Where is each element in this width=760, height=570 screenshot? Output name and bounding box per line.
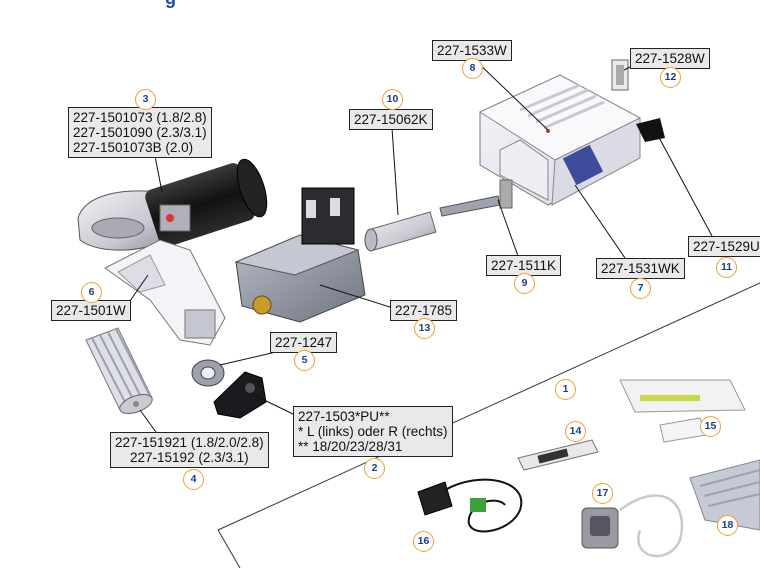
part-2-number: 2 bbox=[364, 458, 385, 479]
accessory-17-number: 17 bbox=[592, 483, 613, 504]
part-2-label: 227-1503*PU** * L (links) oder R (rechts… bbox=[293, 406, 453, 457]
part-4-line-2: 227-15192 (2.3/3.1) bbox=[130, 450, 249, 465]
drive-shaft-illustration bbox=[439, 195, 501, 217]
gear-motor-illustration bbox=[77, 158, 268, 251]
plug-connector-illustration bbox=[611, 59, 629, 91]
part-5-label: 227-1247 bbox=[270, 332, 338, 353]
part-10-label: 227-15062K bbox=[349, 109, 433, 130]
part-6-number: 6 bbox=[81, 282, 102, 303]
accessory-16-number: 16 bbox=[413, 531, 434, 552]
part-5-number: 5 bbox=[294, 350, 315, 371]
part-3-label: 227-1501073 (1.8/2.8) 227-1501090 (2.3/3… bbox=[68, 107, 212, 158]
end-cap-illustration bbox=[213, 371, 267, 419]
part-7-line-1: 227-1531WK bbox=[601, 261, 680, 276]
part-4-line-1: 227-151921 (1.8/2.0/2.8) bbox=[115, 435, 264, 450]
part-5-line-1: 227-1247 bbox=[275, 335, 333, 350]
bearing-illustration bbox=[191, 359, 225, 387]
part-4-number: 4 bbox=[183, 469, 204, 490]
part-10-line-1: 227-15062K bbox=[354, 112, 428, 127]
part-3-line-3: 227-1501073B (2.0) bbox=[73, 140, 194, 155]
part-7-label: 227-1531WK bbox=[596, 258, 685, 279]
part-7-number: 7 bbox=[630, 278, 651, 299]
part-2-line-2: * L (links) oder R (rechts) bbox=[298, 424, 448, 439]
part-13-label: 227-1785 bbox=[390, 300, 458, 321]
part-10-number: 10 bbox=[382, 89, 403, 110]
leader-lines bbox=[129, 59, 713, 433]
wall-switch-illustration bbox=[581, 494, 684, 558]
accessory-1-number: 1 bbox=[555, 379, 576, 400]
part-9-number: 9 bbox=[514, 273, 535, 294]
part-12-line-1: 227-1528W bbox=[635, 51, 705, 66]
part-3-line-1: 227-1501073 (1.8/2.8) bbox=[73, 110, 207, 125]
part-13-line-1: 227-1785 bbox=[395, 303, 453, 318]
part-11-line-1: 227-1529U bbox=[693, 239, 760, 254]
part-6-label: 227-1501W bbox=[51, 300, 131, 321]
remote-control-illustration bbox=[517, 439, 599, 471]
part-12-number: 12 bbox=[660, 67, 681, 88]
part-2-line-1: 227-1503*PU** bbox=[298, 409, 390, 424]
accessory-15-number: 15 bbox=[700, 416, 721, 437]
part-11-number: 11 bbox=[716, 257, 737, 278]
controller-housing-illustration bbox=[478, 74, 642, 209]
gearbox-illustration bbox=[234, 187, 366, 323]
part-13-number: 13 bbox=[414, 318, 435, 339]
part-3-number: 3 bbox=[135, 89, 156, 110]
sensor-cable-illustration bbox=[417, 478, 523, 533]
splined-shaft-illustration bbox=[85, 327, 153, 415]
part-6-line-1: 227-1501W bbox=[56, 303, 126, 318]
part-9-line-1: 227-1511K bbox=[491, 258, 557, 273]
heading-fragment: g bbox=[165, 0, 176, 9]
part-9-label: 227-1511K bbox=[486, 255, 562, 276]
part-12-label: 227-1528W bbox=[630, 48, 710, 69]
part-8-line-1: 227-1533W bbox=[437, 43, 507, 58]
accessory-18-number: 18 bbox=[717, 515, 738, 536]
part-8-number: 8 bbox=[462, 58, 483, 79]
motor-bracket-illustration bbox=[104, 239, 226, 346]
accessory-housing-illustration bbox=[689, 459, 760, 531]
part-2-line-3: ** 18/20/23/28/31 bbox=[298, 439, 403, 454]
part-3-line-2: 227-1501090 (2.3/3.1) bbox=[73, 125, 207, 140]
accessory-14-number: 14 bbox=[565, 421, 586, 442]
part-11-label: 227-1529U bbox=[688, 236, 760, 257]
shaft-adapter-illustration bbox=[364, 211, 437, 252]
part-4-label: 227-151921 (1.8/2.0/2.8) 227-15192 (2.3/… bbox=[110, 432, 269, 468]
interface-board-illustration bbox=[619, 379, 746, 443]
accessory-divider bbox=[217, 282, 760, 569]
